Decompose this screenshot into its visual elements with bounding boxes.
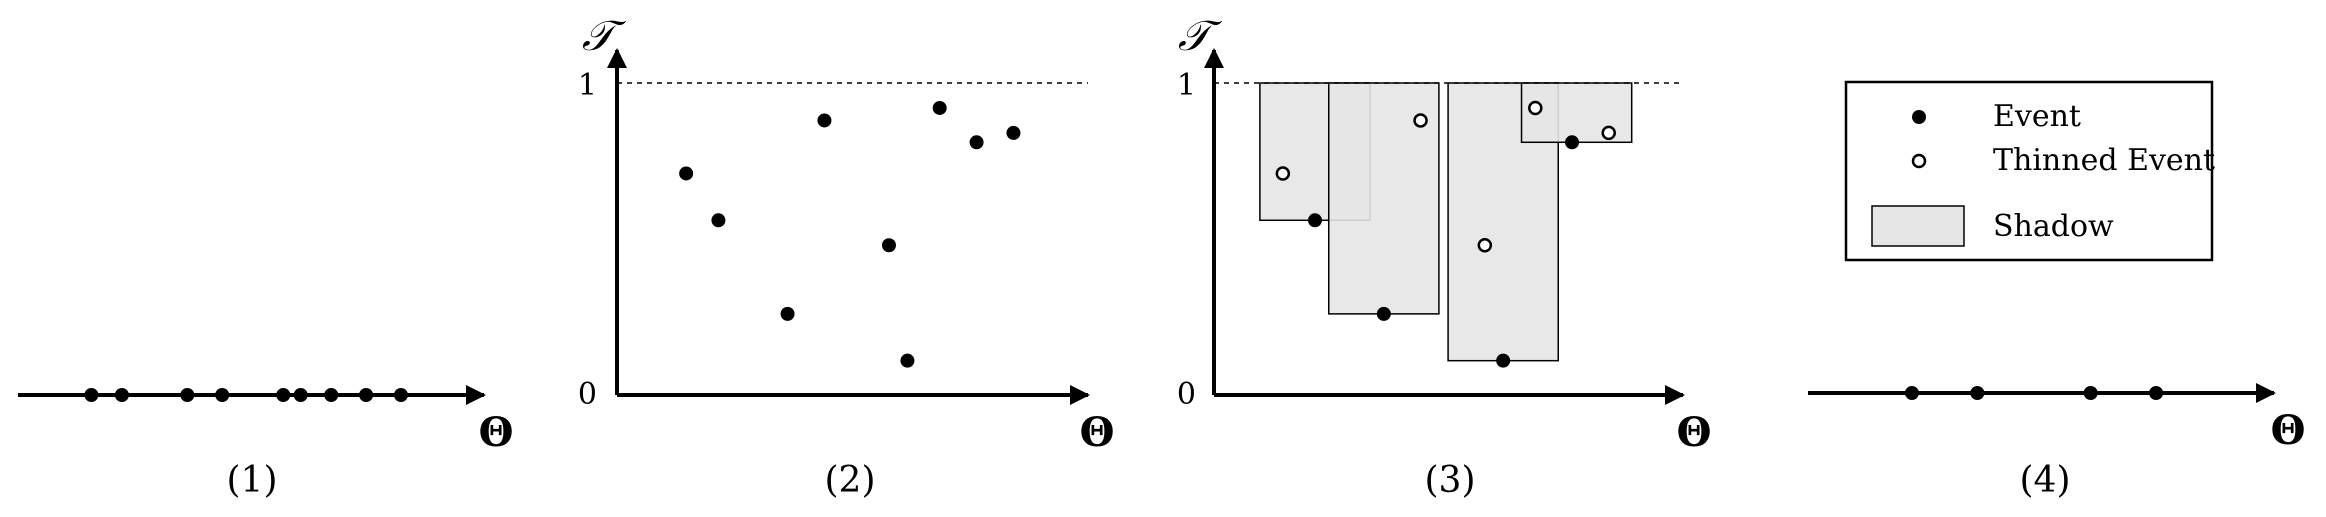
panel-4-events: [1904, 386, 2164, 400]
panel-1-event-point: [84, 388, 99, 402]
panel-1-event-point: [324, 388, 339, 402]
panel-3-thinned-event-point: [1413, 113, 1428, 128]
panel-2-t-label: 𝒯: [582, 11, 627, 60]
panel-3-thinned-event-point: [1275, 166, 1291, 181]
panel-3-event-point: [1496, 353, 1511, 368]
panel-3-event-point: [1376, 306, 1391, 321]
panel-2-ytick-zero: 0: [578, 377, 597, 412]
panel-2-caption: (2): [825, 460, 876, 501]
legend-thinned-event-label: Thinned Event: [1993, 143, 2215, 178]
legend: Event Thinned Event Shadow: [1844, 80, 2215, 262]
panel-3-thinned-event-point: [1477, 237, 1493, 253]
panel-3-ytick-zero: 0: [1177, 377, 1196, 412]
panel-3-ytick-one: 1: [1177, 68, 1196, 103]
panel-1-event-point: [276, 388, 291, 402]
panel-1-event-point: [393, 388, 408, 402]
panel-1-caption: (1): [227, 460, 278, 501]
panel-2-ytick-one: 1: [578, 68, 597, 103]
panel-4-event-point: [1904, 386, 1919, 400]
panel-3: 1 0 𝒯 Θ (3): [1177, 11, 1712, 501]
panel-2-event-point: [1006, 125, 1021, 140]
panel-2-event-point: [817, 113, 832, 128]
panel-2-event-point: [969, 135, 984, 150]
panel-3-thinned-event-point: [1601, 125, 1616, 141]
panel-2: 1 0 𝒯 Θ (2): [578, 11, 1115, 501]
legend-event-marker: [1912, 110, 1926, 124]
panel-1-event-point: [293, 388, 308, 402]
panel-3-thinned-event-point: [1528, 100, 1543, 116]
panel-3-caption: (3): [1425, 460, 1476, 501]
panel-4-caption: (4): [2020, 460, 2071, 501]
panel-2-event-point: [679, 166, 694, 181]
panel-2-theta-label: Θ: [1080, 409, 1115, 456]
panel-2-event-point: [900, 353, 915, 368]
panel-1-events: [84, 388, 408, 402]
legend-event-label: Event: [1993, 99, 2081, 134]
panel-3-t-label: 𝒯: [1178, 11, 1223, 60]
panel-4-event-point: [2083, 386, 2098, 400]
panel-1-theta-label: Θ: [479, 409, 514, 456]
panel-4: Θ (4): [1808, 383, 2306, 501]
panel-3-event-point: [1565, 135, 1580, 150]
panel-2-event-point: [932, 100, 947, 115]
panel-4-event-point: [2149, 386, 2164, 400]
panel-3-event-point: [1307, 213, 1322, 228]
legend-shadow-label: Shadow: [1993, 209, 2114, 244]
panel-1-event-point: [180, 388, 195, 402]
panel-2-event-point: [780, 306, 795, 321]
panel-2-event-point: [711, 213, 726, 228]
panel-3-events: [1275, 100, 1616, 368]
panel-4-theta-label: Θ: [2271, 407, 2306, 454]
panel-2-events: [679, 100, 1021, 368]
panel-1-event-point: [215, 388, 230, 402]
panel-2-event-point: [881, 238, 896, 253]
panel-3-theta-label: Θ: [1677, 409, 1712, 456]
panel-1-event-point: [359, 388, 374, 402]
panel-1-event-point: [114, 388, 129, 402]
panel-1: Θ (1): [18, 385, 514, 501]
legend-shadow-swatch: [1871, 205, 1965, 247]
legend-thinned-event-marker: [1911, 153, 1927, 169]
panel-4-event-point: [1970, 386, 1985, 400]
